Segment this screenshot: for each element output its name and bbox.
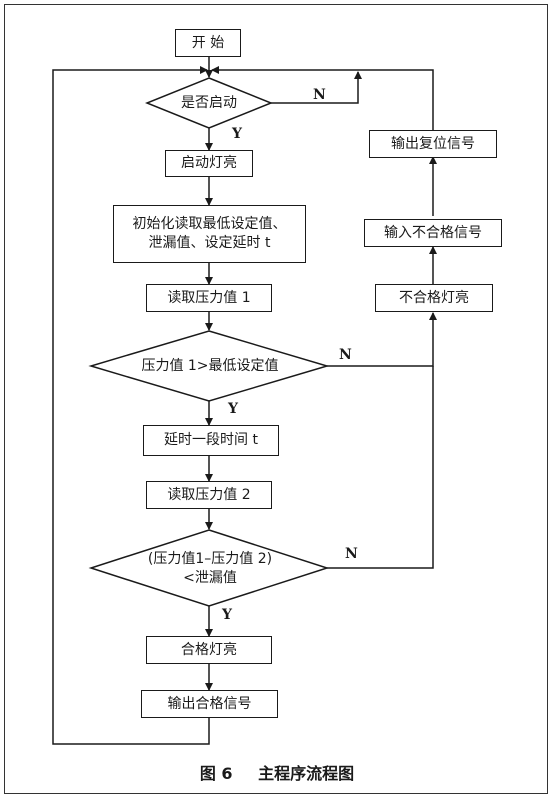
caption-figure-number: 图 6 (199, 764, 233, 783)
no-label-is-started: N (313, 87, 326, 103)
init-node: 初始化读取最低设定值、 泄漏值、设定延时 t (113, 205, 306, 263)
reset-to-top-line (211, 66, 434, 130)
loop-back-line (52, 66, 210, 745)
init-line-1: 初始化读取最低设定值、 (132, 216, 287, 232)
decision-cmp1-label: 压力值 1>最低设定值 (141, 357, 279, 374)
figure-frame (4, 4, 548, 794)
yes-label-cmp2: Y (222, 607, 232, 623)
pass-light-node: 合格灯亮 (146, 636, 272, 664)
no-label-cmp2: N (345, 546, 358, 562)
yes-label-cmp1: Y (228, 401, 238, 417)
fail-light-node: 不合格灯亮 (375, 284, 493, 312)
cmp2-line-1: (压力值1–压力值 2) (147, 551, 273, 567)
read-pressure-2-node: 读取压力值 2 (146, 481, 272, 509)
caption-title: 主程序流程图 (258, 764, 355, 783)
decision-cmp2-label: (压力值1–压力值 2) <泄漏值 (110, 550, 310, 588)
no-label-cmp1: N (339, 347, 352, 363)
delay-node: 延时一段时间 t (143, 425, 279, 456)
no-branch-is-started (271, 71, 362, 104)
output-reset-node: 输出复位信号 (369, 130, 497, 158)
yes-label-is-started: Y (232, 126, 242, 142)
cmp2-line-2: <泄漏值 (183, 570, 237, 586)
start-light-node: 启动灯亮 (165, 150, 253, 177)
start-node: 开 始 (175, 29, 241, 57)
input-fail-node: 输入不合格信号 (364, 219, 502, 247)
output-pass-node: 输出合格信号 (141, 690, 278, 718)
read-pressure-1-node: 读取压力值 1 (146, 284, 272, 312)
init-line-2: 泄漏值、设定延时 t (148, 235, 271, 251)
figure-caption: 图 6 主程序流程图 (0, 760, 554, 784)
decision-is-started-label: 是否启动 (181, 94, 237, 111)
no-branch-cmp2 (327, 366, 434, 569)
